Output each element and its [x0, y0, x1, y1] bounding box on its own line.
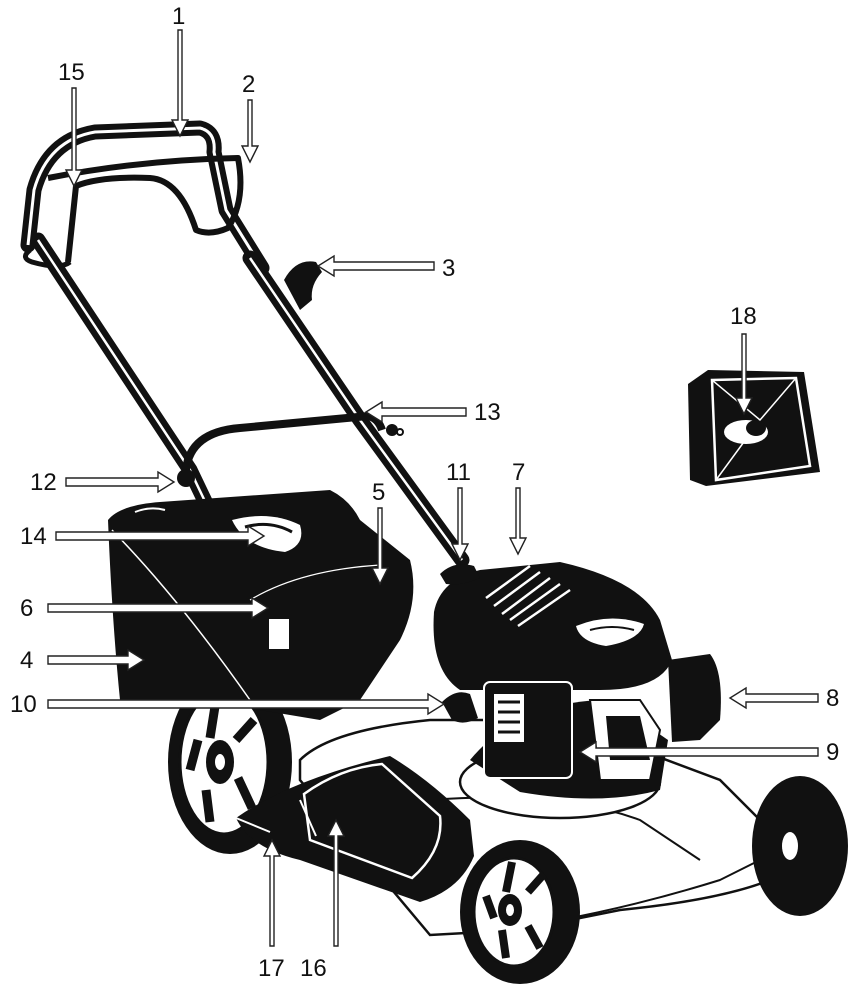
- lower-crossbar: [182, 411, 386, 471]
- callout-5: 5: [372, 479, 385, 506]
- callout-3: 3: [442, 255, 455, 282]
- callout-7: 7: [512, 459, 525, 486]
- muffler: [668, 654, 721, 742]
- arrow-8: [728, 686, 819, 710]
- arrow-3: [316, 254, 435, 278]
- handle-knob: [177, 469, 195, 487]
- arrow-13: [364, 400, 467, 424]
- callout-11: 11: [446, 459, 471, 486]
- arrow-11: [450, 487, 470, 562]
- arrow-2: [240, 99, 260, 164]
- throttle-lever: [284, 261, 322, 310]
- arrow-16: [326, 818, 346, 947]
- arrow-9: [578, 740, 819, 764]
- engine: [433, 562, 721, 820]
- arrow-17: [262, 838, 282, 947]
- arrow-1: [170, 29, 190, 138]
- callout-8: 8: [826, 685, 839, 712]
- callout-10: 10: [10, 691, 37, 718]
- callout-15: 15: [58, 59, 85, 86]
- callout-16: 16: [300, 955, 327, 982]
- starter-grip: [440, 564, 480, 585]
- callout-18: 18: [730, 303, 757, 330]
- arrow-18: [734, 333, 754, 416]
- callout-2: 2: [242, 71, 255, 98]
- fuel-cap: [442, 692, 478, 723]
- callout-4: 4: [20, 647, 33, 674]
- arrow-14: [55, 524, 266, 548]
- callout-12: 12: [30, 469, 57, 496]
- arrow-5: [370, 507, 390, 586]
- arrow-6: [47, 596, 270, 620]
- callout-14: 14: [20, 523, 47, 550]
- callout-arrows: [47, 29, 819, 947]
- callout-9: 9: [826, 739, 839, 766]
- callout-17: 17: [258, 955, 285, 982]
- arrow-10: [47, 692, 446, 716]
- callout-6: 6: [20, 595, 33, 622]
- arrow-12: [65, 470, 176, 494]
- rear-wheel-right: [752, 776, 848, 916]
- arrow-4: [47, 648, 146, 672]
- callout-1: 1: [172, 3, 185, 30]
- mulching-plug: [688, 370, 820, 486]
- arrow-15: [64, 87, 84, 188]
- callout-labels: 1 2 3 4 5 6 7 8 9 10 11 12 13 14 15 16 1…: [10, 3, 839, 982]
- control-bail: [47, 155, 244, 263]
- arrow-7: [508, 487, 528, 556]
- front-wheel: [460, 840, 580, 984]
- upper-handle: [20, 120, 270, 276]
- left-rear-wheel: [168, 670, 292, 854]
- callout-13: 13: [474, 399, 501, 426]
